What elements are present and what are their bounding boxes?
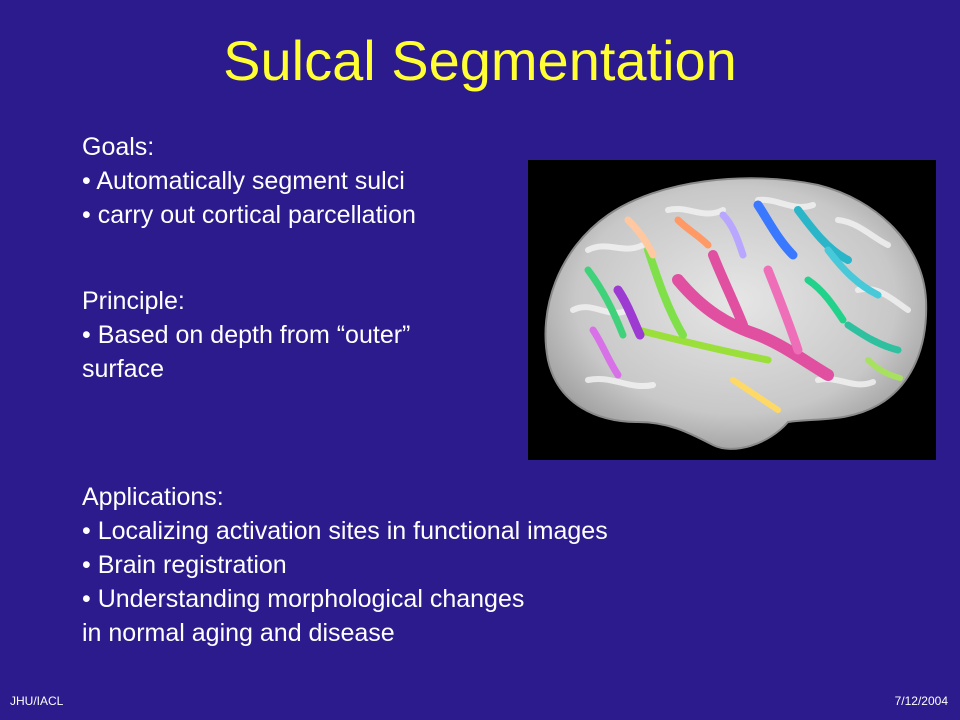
slide-title: Sulcal Segmentation — [223, 29, 737, 92]
principle-heading: Principle: — [82, 287, 185, 315]
goals-section: Goals: • Automatically segment sulci • c… — [82, 130, 416, 232]
applications-line: in normal aging and disease — [82, 619, 395, 647]
applications-line: • Understanding morphological changes — [82, 585, 525, 613]
goals-heading: Goals: — [82, 133, 155, 161]
footer-date: 7/12/2004 — [894, 694, 948, 708]
principle-line: • Based on depth from “outer” — [82, 321, 411, 349]
goals-item: • carry out cortical parcellation — [82, 201, 416, 229]
brain-segmentation-image — [528, 160, 936, 460]
applications-line: • Brain registration — [82, 551, 287, 579]
applications-heading: Applications: — [82, 483, 224, 511]
principle-line: surface — [82, 355, 164, 383]
brain-render-icon — [544, 177, 928, 450]
principle-section: Principle: • Based on depth from “outer”… — [82, 284, 410, 386]
applications-section: Applications: • Localizing activation si… — [82, 480, 608, 650]
applications-line: • Localizing activation sites in functio… — [82, 517, 608, 545]
footer-organization: JHU/IACL — [10, 694, 64, 708]
goals-item: • Automatically segment sulci — [82, 167, 405, 195]
